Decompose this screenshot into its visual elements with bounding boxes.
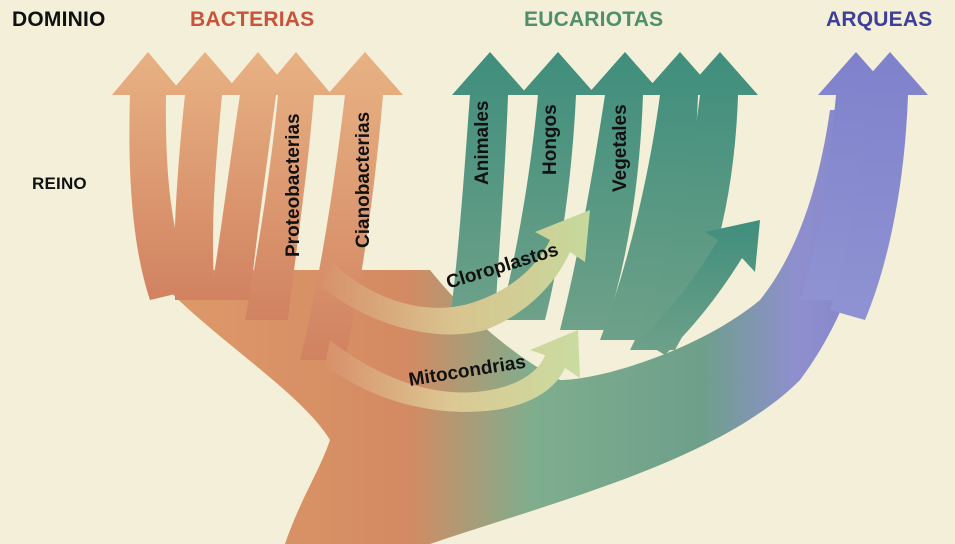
label-hongos: Hongos bbox=[540, 104, 562, 175]
header-reino: REINO bbox=[32, 174, 87, 194]
header-eucariotas: EUCARIOTAS bbox=[524, 8, 663, 32]
label-animales: Animales bbox=[472, 101, 494, 185]
header-dominio: DOMINIO bbox=[12, 8, 106, 32]
header-arqueas: ARQUEAS bbox=[826, 8, 932, 32]
label-cianobacterias: Cianobacterias bbox=[353, 112, 375, 248]
header-bacterias: BACTERIAS bbox=[190, 8, 314, 32]
label-proteobacterias: Proteobacterias bbox=[283, 113, 305, 257]
label-vegetales: Vegetales bbox=[610, 104, 632, 192]
